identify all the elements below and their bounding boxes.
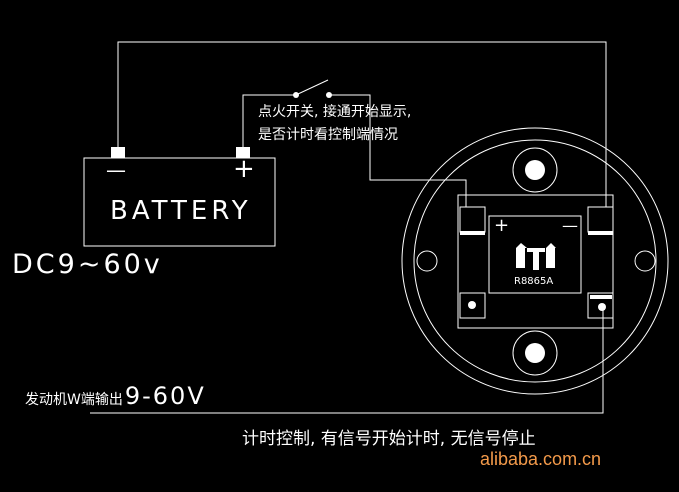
wire-ignition: [242, 94, 296, 148]
wire-top: [117, 41, 607, 207]
bottom-boss-outer: [512, 330, 558, 376]
right-mount-hole: [634, 250, 656, 272]
terminal-left-bottom: [459, 292, 486, 319]
watermark: alibaba.com.cn: [480, 449, 602, 469]
battery-pos-symbol: +: [233, 154, 255, 184]
terminal-right-bottom: [587, 292, 614, 319]
voltage-note: DC9~60v: [12, 249, 163, 280]
device-model: R8865A: [514, 276, 554, 287]
wire-signal: [90, 308, 604, 414]
device-chip-frame: [488, 215, 582, 294]
terminal-left-top: [459, 206, 486, 233]
battery-body: [83, 157, 276, 247]
battery-neg-terminal: [111, 147, 125, 158]
engine-note-voltage: 9-60V: [124, 382, 206, 410]
terminal-left-bar: [460, 231, 485, 235]
device-pos-symbol: +: [494, 215, 510, 236]
switch-lever: [297, 79, 329, 95]
wire-switch-to-device: [329, 94, 467, 207]
top-boss-dot: [525, 160, 545, 180]
battery-label: BATTERY: [110, 196, 252, 226]
terminal-left-bottom-dot: [468, 301, 476, 309]
device-neg-symbol: —: [562, 216, 578, 235]
terminal-signal-dot: [598, 303, 606, 311]
device-board: [457, 194, 614, 329]
switch-contact-right: [326, 92, 332, 98]
terminal-signal-bar: [590, 295, 612, 299]
left-mount-hole: [416, 250, 438, 272]
ignition-note-line1: 点火开关, 接通开始显示,: [258, 104, 412, 120]
device-inner-ring: [413, 139, 657, 383]
logo-graphic: [516, 243, 556, 270]
terminal-right-bar: [588, 231, 613, 235]
terminal-right-top: [587, 206, 614, 233]
battery-pos-terminal: [236, 147, 250, 158]
top-boss-outer: [512, 147, 558, 193]
engine-note-prefix: 发动机W端输出: [25, 392, 123, 408]
control-note: 计时控制, 有信号开始计时, 无信号停止: [242, 429, 536, 449]
ignition-note-line2: 是否计时看控制端情况: [258, 127, 398, 143]
bottom-boss-dot: [525, 343, 545, 363]
switch-contact-left: [293, 92, 299, 98]
device-outer-ring: [401, 127, 669, 395]
battery-neg-symbol: —: [106, 158, 126, 182]
engine-note: 发动机W端输出9-60V: [25, 382, 206, 410]
